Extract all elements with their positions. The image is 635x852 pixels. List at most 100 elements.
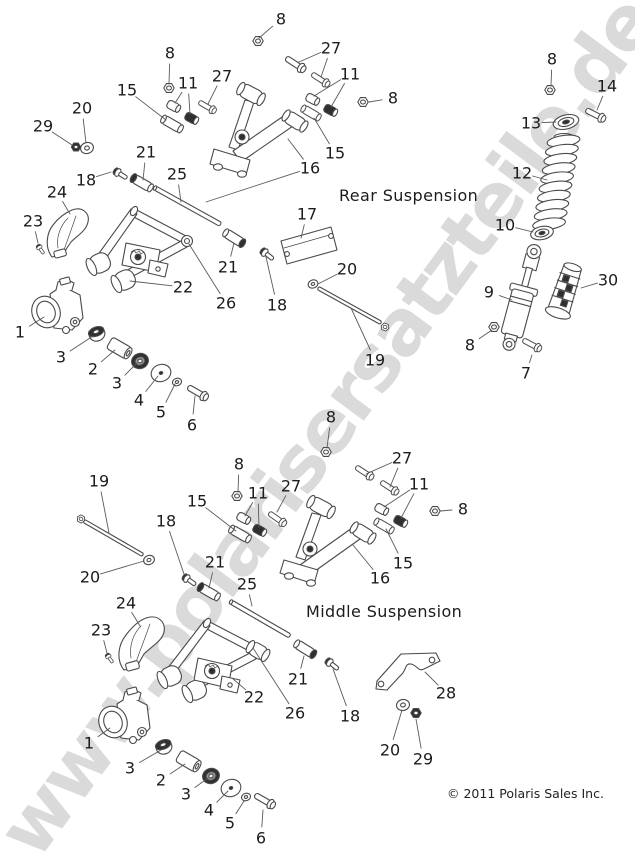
- leader-line: [265, 256, 275, 295]
- part-callout-21: 21: [217, 257, 239, 277]
- leader-line: [237, 474, 240, 493]
- leader-line: [135, 96, 167, 121]
- part-callout-8: 8: [546, 49, 558, 69]
- part-callout-15: 15: [392, 553, 414, 573]
- leader-line: [142, 162, 146, 181]
- part-callout-1: 1: [14, 322, 26, 342]
- leader-line: [188, 93, 191, 115]
- part-callout-21: 21: [204, 552, 226, 572]
- part-callout-19: 19: [364, 350, 386, 370]
- part-callout-8: 8: [275, 9, 287, 29]
- middle-bushing-stack: [153, 737, 278, 812]
- leader-line: [205, 170, 300, 203]
- middle-knuckle-1: [98, 686, 151, 745]
- part-callout-30: 30: [597, 270, 619, 290]
- leader-line: [100, 560, 145, 575]
- part-callout-29: 29: [32, 116, 54, 136]
- part-callout-12: 12: [511, 163, 533, 183]
- spacer-21-rear: [220, 227, 248, 250]
- middle-guard-bracket-24: [103, 616, 165, 672]
- spacer-21-middle: [291, 638, 319, 661]
- part-callout-20: 20: [79, 567, 101, 587]
- part-callout-15: 15: [186, 491, 208, 511]
- leader-line: [174, 91, 183, 104]
- part-callout-26: 26: [215, 293, 237, 313]
- leader-line: [230, 242, 235, 257]
- spring-retainer-13: [552, 113, 580, 131]
- nut-29-rear: [70, 142, 82, 152]
- leader-line: [365, 462, 393, 475]
- washer-20-rear: [80, 141, 94, 155]
- part-callout-3: 3: [124, 758, 136, 778]
- leader-line: [326, 427, 331, 449]
- rear-knuckle-1: [31, 276, 84, 335]
- bump-stop-30: [544, 262, 582, 320]
- leader-line: [124, 362, 138, 376]
- middle-upper-a-arm: [279, 494, 377, 587]
- part-callout-17: 17: [296, 204, 318, 224]
- leader-line: [131, 611, 141, 627]
- leader-line: [97, 727, 111, 738]
- leader-line: [550, 69, 553, 87]
- leader-line: [261, 809, 264, 828]
- part-callout-22: 22: [243, 687, 265, 707]
- leader-line: [205, 507, 237, 532]
- leader-line: [51, 131, 73, 146]
- leader-line: [415, 718, 422, 749]
- bolt-23-rear: [34, 242, 47, 256]
- leader-line: [392, 709, 403, 740]
- rear-stabilizer-strap-17: [280, 226, 338, 265]
- leader-line: [34, 231, 39, 244]
- leader-line: [235, 800, 245, 815]
- part-callout-19: 19: [88, 471, 110, 491]
- leader-line: [139, 749, 162, 763]
- part-callout-26: 26: [284, 703, 306, 723]
- leader-line: [100, 349, 116, 363]
- part-callout-2: 2: [87, 359, 99, 379]
- leader-line: [313, 117, 330, 145]
- middle-pivot-rod-25: [228, 599, 291, 638]
- part-callout-7: 7: [520, 363, 532, 383]
- part-callout-2: 2: [155, 770, 167, 790]
- leader-line: [216, 790, 229, 803]
- leader-line: [352, 544, 374, 570]
- part-callout-13: 13: [520, 113, 542, 133]
- part-callout-27: 27: [280, 476, 302, 496]
- section-title-rear: Rear Suspension: [339, 186, 479, 205]
- leader-line: [529, 354, 533, 364]
- part-callout-20: 20: [71, 98, 93, 118]
- leader-line: [244, 502, 254, 517]
- leader-line: [169, 530, 185, 575]
- part-callout-23: 23: [90, 620, 112, 640]
- leader-line: [515, 227, 534, 233]
- leader-line: [596, 95, 604, 111]
- leader-line: [257, 503, 260, 528]
- leader-line: [231, 677, 247, 691]
- leader-line: [188, 243, 221, 295]
- leader-line: [439, 509, 453, 512]
- bolt-18-rear: [258, 245, 277, 263]
- leader-line: [194, 777, 209, 788]
- middle-link-rod-19: [75, 513, 155, 566]
- leader-line: [320, 57, 328, 78]
- part-callout-3: 3: [55, 347, 67, 367]
- leader-line: [103, 640, 108, 654]
- leader-line: [169, 763, 186, 775]
- rear-bushing-stack: [86, 324, 211, 404]
- part-callout-18: 18: [155, 511, 177, 531]
- part-callout-24: 24: [46, 182, 68, 202]
- part-callout-23: 23: [22, 211, 44, 231]
- part-callout-6: 6: [255, 828, 267, 848]
- shock-absorber-9: [500, 244, 542, 351]
- part-callout-18: 18: [75, 170, 97, 190]
- middle-lower-control-arm: [154, 617, 271, 705]
- leader-line: [62, 201, 71, 215]
- leader-line: [208, 572, 213, 589]
- bolt-18-middle: [323, 655, 342, 673]
- leader-line: [287, 138, 304, 160]
- leader-line: [192, 395, 196, 415]
- leader-line: [532, 175, 548, 181]
- leader-line: [252, 647, 290, 705]
- rear-link-rod-19: [307, 279, 391, 333]
